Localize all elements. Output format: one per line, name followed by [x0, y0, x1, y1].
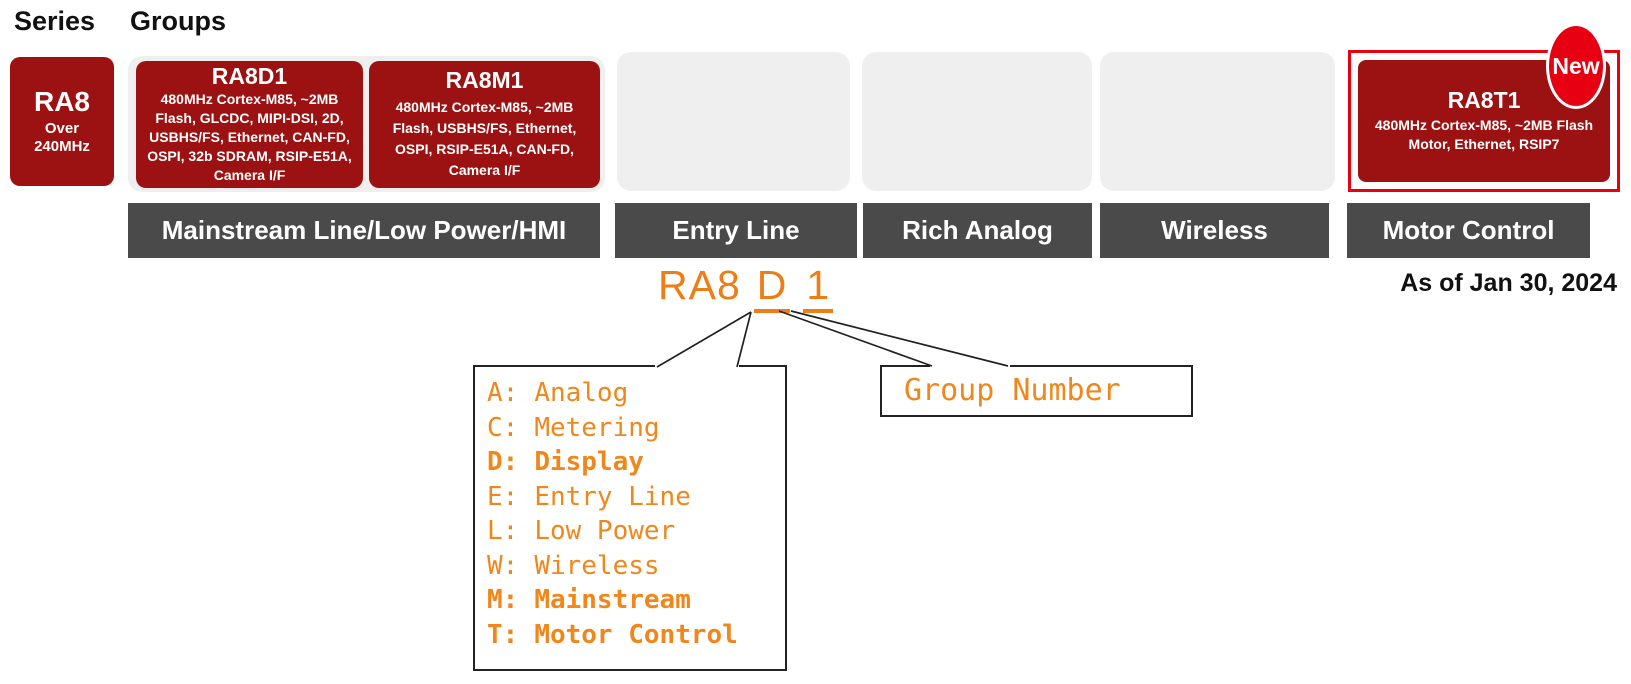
placeholder-box-entry-line	[617, 52, 850, 191]
series-chip-freq-line2: 240MHz	[34, 137, 90, 155]
chip-ra8d1-name: RA8D1	[211, 63, 288, 90]
chip-ra8m1: RA8M1 480MHz Cortex-M85, ~2MB Flash, USB…	[369, 61, 600, 188]
legend-item: D:Display	[487, 447, 644, 477]
chip-ra8d1-specs: 480MHz Cortex-M85, ~2MB Flash, GLCDC, MI…	[147, 90, 352, 183]
group-bar-entry-line: Entry Line	[615, 203, 857, 258]
group-number-label: Group Number	[904, 373, 1121, 408]
legend-item: L:Low Power	[487, 516, 676, 546]
placeholder-box-rich-analog	[862, 52, 1092, 191]
group-bar-mainstream: Mainstream Line/Low Power/HMI	[128, 203, 600, 258]
placeholder-box-wireless	[1100, 52, 1335, 191]
new-badge: New	[1546, 23, 1606, 109]
part-number-group-letter: D	[753, 262, 791, 313]
as-of-date-note: As of Jan 30, 2024	[1400, 269, 1617, 297]
group-letter-legend: A:Analog C:Metering D:Display E:Entry Li…	[473, 365, 787, 671]
legend-item: C:Metering	[487, 412, 660, 443]
chip-ra8m1-name: RA8M1	[445, 67, 524, 94]
part-number-group-number: 1	[803, 262, 834, 313]
series-chip-freq-line1: Over	[44, 119, 80, 137]
legend-item: M:Mainstream	[487, 585, 691, 615]
series-chip-name: RA8	[33, 86, 90, 118]
callout-line-number-left	[778, 310, 933, 367]
legend-item: W:Wireless	[487, 550, 660, 581]
legend-item: E:Entry Line	[487, 481, 691, 512]
new-badge-label: New	[1552, 52, 1600, 79]
chip-ra8d1: RA8D1 480MHz Cortex-M85, ~2MB Flash, GLC…	[136, 61, 363, 188]
groups-header: Groups	[130, 6, 227, 36]
chip-ra8m1-specs: 480MHz Cortex-M85, ~2MB Flash, USBHS/FS,…	[392, 98, 577, 178]
callout-line-letter-right	[736, 311, 752, 368]
legend-item: T:Motor Control	[487, 619, 738, 650]
chip-ra8t1-specs: 480MHz Cortex-M85, ~2MB Flash Motor, Eth…	[1374, 117, 1594, 153]
legend-item: A:Analog	[487, 378, 629, 408]
group-bar-wireless: Wireless	[1100, 203, 1329, 258]
group-number-callout-box: Group Number	[880, 365, 1193, 417]
chip-ra8t1-name: RA8T1	[1447, 86, 1521, 113]
group-bar-rich-analog: Rich Analog	[863, 203, 1092, 258]
series-chip-ra8: RA8 Over 240MHz	[10, 57, 114, 186]
series-header: Series	[14, 6, 96, 36]
group-bar-motor-control: Motor Control	[1347, 203, 1590, 258]
callout-line-number-right	[790, 310, 1009, 367]
part-number-series: RA8	[658, 262, 741, 308]
callout-line-letter-left	[656, 311, 752, 368]
ra8t1-highlight-outline	[1348, 50, 1620, 192]
